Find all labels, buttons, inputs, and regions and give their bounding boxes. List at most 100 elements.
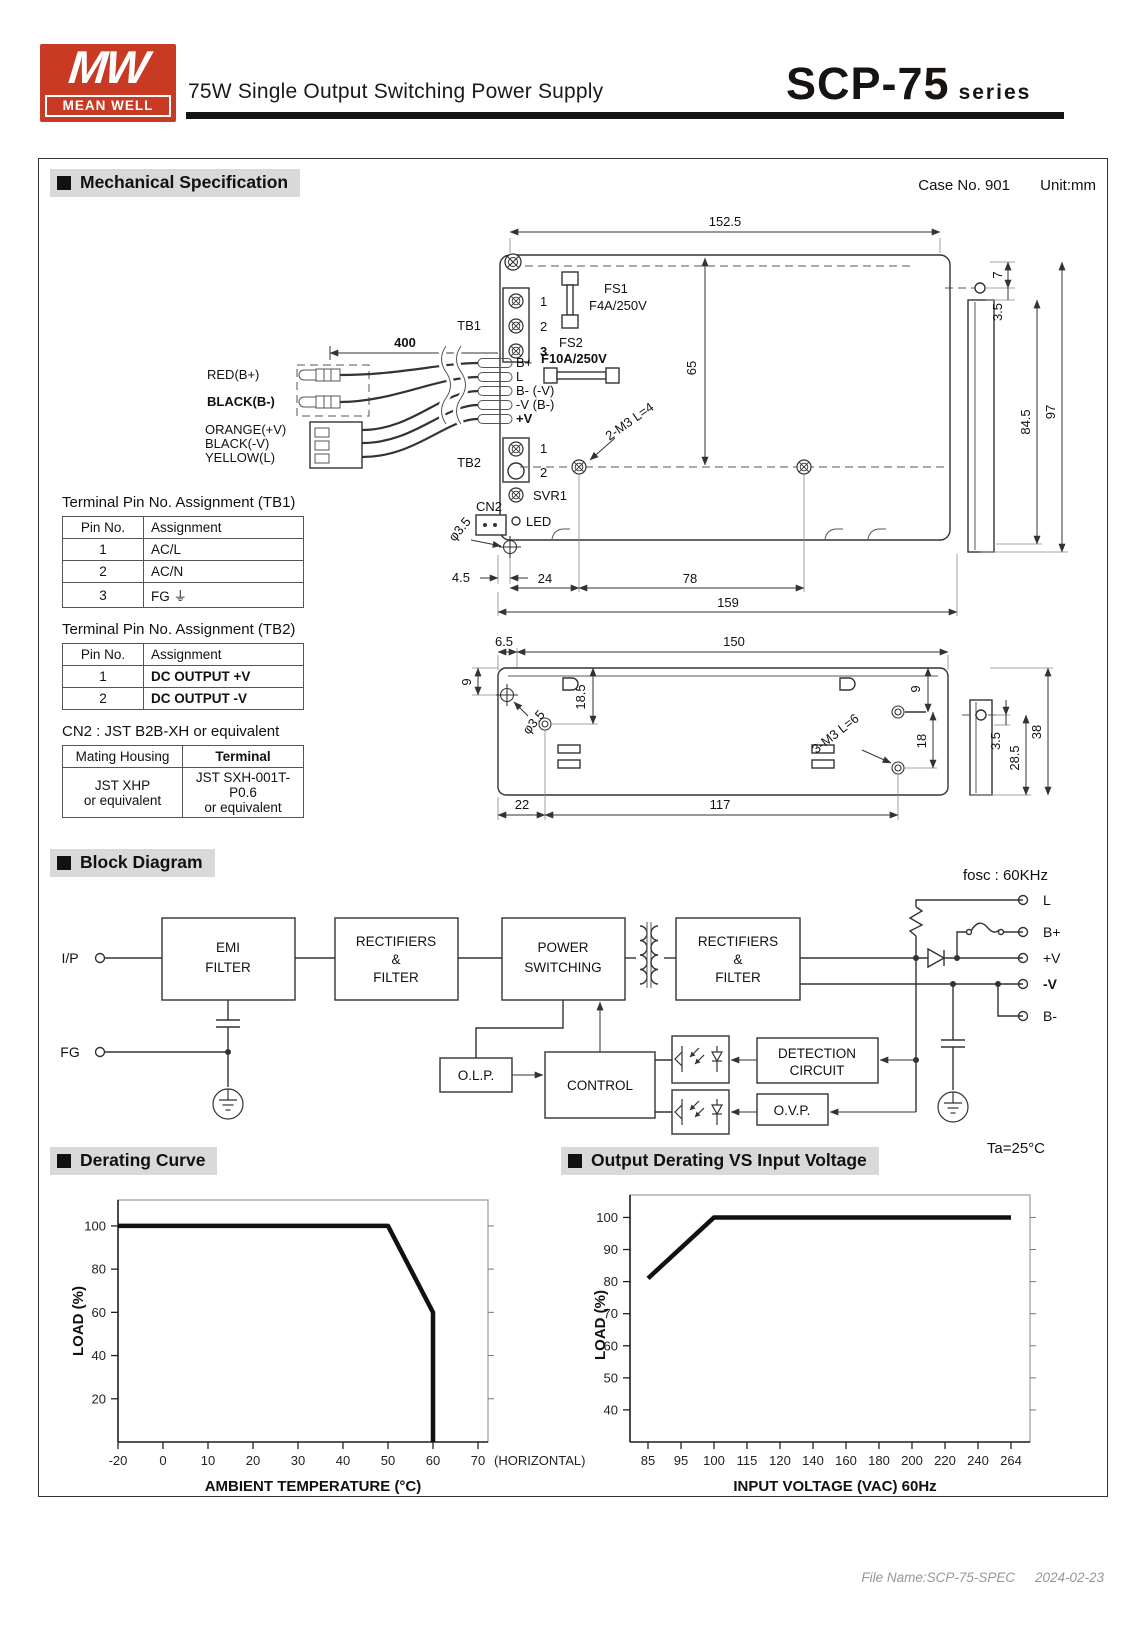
tb1-pin-3: 3 xyxy=(540,344,547,359)
dim-phi-3-5: φ3.5 xyxy=(445,514,474,544)
dim-9-left: 9 xyxy=(459,678,474,685)
svg-text:220: 220 xyxy=(934,1453,956,1468)
svg-text:50: 50 xyxy=(604,1370,618,1385)
svg-text:60: 60 xyxy=(426,1453,440,1468)
svg-text:&: & xyxy=(391,952,400,967)
svg-text:POWER: POWER xyxy=(537,940,588,955)
svg-text:80: 80 xyxy=(604,1274,618,1289)
section-title: Derating Curve xyxy=(80,1150,206,1170)
svg-text:40: 40 xyxy=(336,1453,350,1468)
svg-text:85: 85 xyxy=(641,1453,655,1468)
content-frame xyxy=(38,158,1108,1497)
svg-text:140: 140 xyxy=(802,1453,824,1468)
pin-assignment-tables: Terminal Pin No. Assignment (TB1) Pin No… xyxy=(62,494,312,818)
svg-text:30: 30 xyxy=(291,1453,305,1468)
top-view-chassis xyxy=(499,253,951,541)
unit-label: Unit:mm xyxy=(1040,177,1096,194)
svg-text:70: 70 xyxy=(471,1453,485,1468)
dim-9-right: 9 xyxy=(908,685,923,692)
dim-4-5: 4.5 xyxy=(452,570,470,585)
svg-text:-20: -20 xyxy=(109,1453,128,1468)
svg-text:20: 20 xyxy=(246,1453,260,1468)
tb1-pin-2: 2 xyxy=(540,319,547,334)
title-underline-bar xyxy=(186,112,1064,119)
block-control: CONTROL xyxy=(544,1051,656,1119)
svg-text:FILTER: FILTER xyxy=(715,970,761,985)
block-rectifiers-filter-1: RECTIFIERS & FILTER xyxy=(334,917,459,1001)
svg-text:70: 70 xyxy=(604,1306,618,1321)
svg-text:180: 180 xyxy=(868,1453,890,1468)
fs1-rating: F4A/250V xyxy=(589,298,647,313)
section-mechanical-specification: Mechanical Specification xyxy=(50,169,301,197)
wire-label-orange: ORANGE(+V) xyxy=(205,422,286,437)
cn2-connector: CN2 LED xyxy=(475,499,551,536)
svr1-trimmer: SVR1 xyxy=(508,487,567,503)
stub-label-vplus: +V xyxy=(516,411,533,426)
block-power-switching: POWER SWITCHING xyxy=(501,917,626,1001)
terminal-vplus: +V xyxy=(1043,950,1061,966)
svg-text:100: 100 xyxy=(596,1210,618,1225)
block-diagram: fosc : 60KHz I/P FG EMI FILTER RECTIFIER… xyxy=(60,867,1061,1135)
led-label: LED xyxy=(526,514,551,529)
svg-text:10: 10 xyxy=(201,1453,215,1468)
bottom-view-chassis: 6.5 150 9 φ3.5 18.5 9 18 3-M3 L=6 xyxy=(459,634,1053,820)
wire-harness: 400 RED(B+) BLACK(B-) ORANGE(+V) BLACK(-… xyxy=(205,335,498,469)
section-bullet-icon xyxy=(57,175,71,190)
block-wiring xyxy=(295,899,1023,1123)
tb1-terminal-block: 1 2 3 TB1 xyxy=(457,287,547,363)
block-rectifiers-filter-2: RECTIFIERS & FILTER xyxy=(675,917,801,1001)
svg-text:SWITCHING: SWITCHING xyxy=(524,960,601,975)
section-bullet-icon xyxy=(57,855,71,870)
transformer-symbol xyxy=(639,922,659,988)
section-derating-curve: Derating Curve xyxy=(50,1147,218,1175)
svg-text:RECTIFIERS: RECTIFIERS xyxy=(698,934,778,949)
svg-text:264: 264 xyxy=(1000,1453,1022,1468)
svr1-label: SVR1 xyxy=(533,488,567,503)
input-terminals: I/P FG xyxy=(60,950,244,1120)
tb1-pin-1: 1 xyxy=(540,294,547,309)
svg-text:160: 160 xyxy=(835,1453,857,1468)
svg-text:95: 95 xyxy=(674,1453,688,1468)
dim-150: 150 xyxy=(723,634,745,649)
svg-text:&: & xyxy=(733,952,742,967)
wire-terminal-stubs: B+ L B- (-V) -V (B-) +V xyxy=(477,355,554,426)
series-suffix: series xyxy=(958,81,1032,104)
svg-text:240: 240 xyxy=(967,1453,989,1468)
svg-text:O.L.P.: O.L.P. xyxy=(458,1068,495,1083)
dim-3-5-bottom: 3.5 xyxy=(988,732,1003,750)
optocoupler-2 xyxy=(671,1089,730,1135)
wire-label-yellow: YELLOW(L) xyxy=(205,450,275,465)
dim-400: 400 xyxy=(394,335,416,350)
fuse-fs2: FS2 F10A/250V xyxy=(541,335,620,384)
dim-65: 65 xyxy=(684,361,699,375)
stub-label-bplus: B+ xyxy=(516,355,532,370)
svg-text:RECTIFIERS: RECTIFIERS xyxy=(356,934,436,949)
svg-text:120: 120 xyxy=(769,1453,791,1468)
dim-84-5: 84.5 xyxy=(1018,409,1033,434)
footer-date: 2024-02-23 xyxy=(1034,1570,1104,1585)
block-emi-filter: EMI FILTER xyxy=(161,917,296,1001)
meanwell-logo: MW MEAN WELL xyxy=(40,41,176,122)
dim-97: 97 xyxy=(1043,405,1058,419)
section-title: Mechanical Specification xyxy=(80,172,289,192)
tb2-table-title: Terminal Pin No. Assignment (TB2) xyxy=(62,621,296,638)
svg-text:EMI: EMI xyxy=(216,940,240,955)
wire-label-red: RED(B+) xyxy=(207,367,259,382)
dim-159: 159 xyxy=(717,595,739,610)
dim-117: 117 xyxy=(710,797,731,812)
section-bullet-icon xyxy=(568,1153,582,1168)
svg-text:80: 80 xyxy=(92,1262,106,1277)
fs2-rating: F10A/250V xyxy=(541,351,607,366)
optocoupler-1 xyxy=(671,1035,730,1084)
tb1-table-title: Terminal Pin No. Assignment (TB1) xyxy=(62,494,296,511)
stub-label-vminus: -V (B-) xyxy=(516,397,554,412)
fs1-label: FS1 xyxy=(604,281,628,296)
dim-38: 38 xyxy=(1029,725,1044,739)
